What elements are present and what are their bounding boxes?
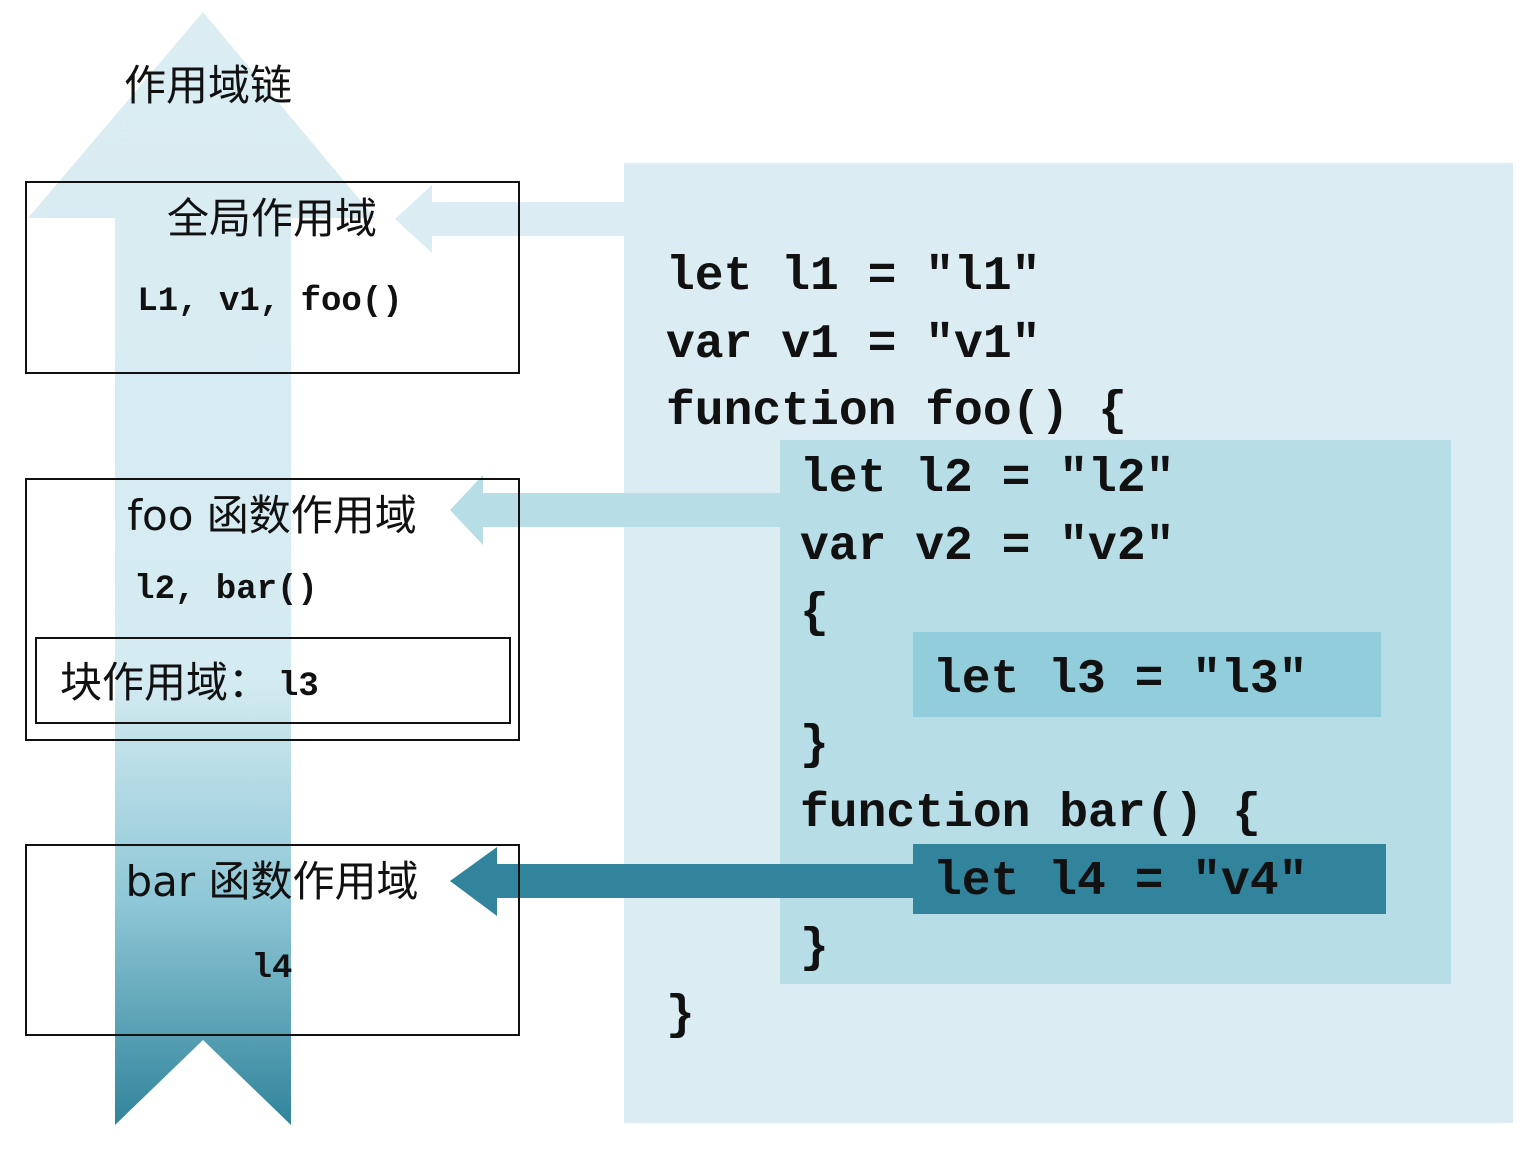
code-line-let-l2: let l2 = "l2" (800, 452, 1174, 506)
block-scope-box (35, 637, 511, 724)
code-line-bar-close: } (800, 922, 829, 976)
block-code-panel (913, 632, 1381, 717)
scope-chain-arrow (28, 12, 375, 1125)
global-scope-box (25, 181, 520, 374)
foo-scope-pointer-arrow (450, 475, 780, 545)
code-line-let-l4: let l4 = "v4" (933, 855, 1307, 909)
global-scope-pointer-arrow (395, 185, 624, 253)
foo-scope-title: foo 函数作用域 (127, 491, 417, 540)
block-scope-title: 块作用域： (60, 658, 270, 707)
bar-scope-pointer-arrow (450, 847, 913, 916)
foo-scope-vars: l2, bar() (134, 571, 318, 609)
global-scope-vars: L1, v1, foo() (137, 283, 402, 321)
code-line-var-v2: var v2 = "v2" (800, 520, 1174, 574)
scope-chain-label: 作用域链 (124, 61, 292, 110)
global-scope-title: 全局作用域 (167, 194, 377, 243)
code-line-var-v1: var v1 = "v1" (666, 318, 1040, 372)
code-line-function-bar: function bar() { (800, 787, 1261, 841)
bar-code-panel (913, 844, 1386, 914)
code-line-let-l3: let l3 = "l3" (933, 653, 1307, 707)
code-line-let-l1: let l1 = "l1" (666, 250, 1040, 304)
bar-scope-box (25, 844, 520, 1036)
foo-scope-box (25, 478, 520, 741)
bar-scope-vars: l4 (252, 950, 293, 988)
code-line-function-foo: function foo() { (666, 385, 1127, 439)
code-line-block-close: } (800, 719, 829, 773)
bar-scope-title: bar 函数作用域 (125, 857, 418, 906)
code-line-foo-close: } (666, 989, 695, 1043)
code-line-block-open: { (800, 587, 829, 641)
block-scope-vars: l3 (278, 668, 319, 706)
